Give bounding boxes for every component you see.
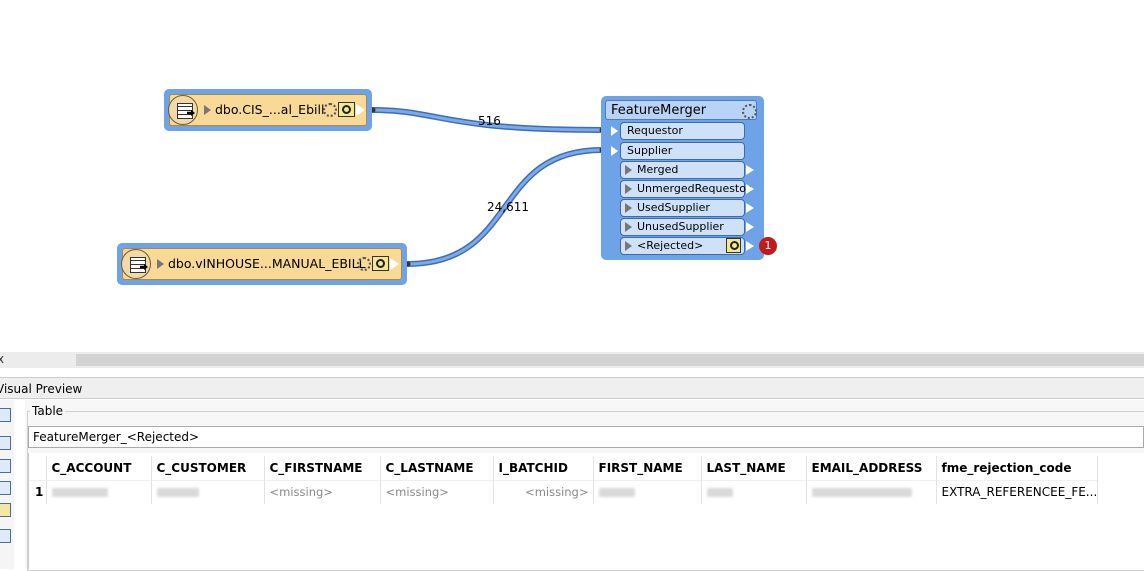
- rejected-count-badge[interactable]: 1: [759, 237, 777, 255]
- cell-i-batchid[interactable]: <missing>: [493, 479, 594, 504]
- column-header[interactable]: EMAIL_ADDRESS: [806, 456, 937, 480]
- connection-count-top: 516: [478, 114, 501, 128]
- output-port-icon[interactable]: [356, 104, 365, 116]
- gear-icon[interactable]: [357, 257, 371, 271]
- input-port-requestor[interactable]: Requestor: [611, 122, 745, 140]
- inspect-icon[interactable]: [338, 102, 355, 117]
- database-table-icon: [168, 95, 198, 125]
- table-view-icon[interactable]: [0, 459, 11, 473]
- column-header[interactable]: I_BATCHID: [493, 456, 594, 480]
- cell-fme-rejection-code[interactable]: EXTRA_REFERENCEE_FE...: [936, 479, 1099, 504]
- horizontal-scrollbar[interactable]: x: [0, 352, 1144, 368]
- close-icon[interactable]: x: [0, 352, 5, 366]
- reader-vinhouse-manual-ebill[interactable]: dbo.vINHOUSE...MANUAL_EBILL: [117, 243, 407, 285]
- output-port-rejected[interactable]: <Rejected>: [620, 237, 754, 255]
- zoom-icon[interactable]: [0, 408, 11, 422]
- reader-label: dbo.CIS_...al_Ebill: [215, 102, 325, 117]
- column-header[interactable]: fme_rejection_code: [936, 456, 1099, 480]
- window-icon[interactable]: [0, 436, 11, 450]
- cell-c-customer[interactable]: [151, 479, 265, 504]
- cell-c-lastname[interactable]: <missing>: [380, 479, 494, 504]
- expand-triangle-icon: [625, 165, 632, 175]
- reader-label: dbo.vINHOUSE...MANUAL_EBILL: [168, 256, 366, 271]
- port-label: UnmergedRequestor: [637, 182, 751, 195]
- output-port-unusedsupplier[interactable]: UnusedSupplier: [620, 218, 754, 236]
- output-port-icon: [746, 165, 754, 175]
- port-label: Merged: [637, 163, 679, 176]
- output-port-icon: [746, 241, 754, 251]
- output-port-icon: [746, 184, 754, 194]
- reader-cis-ebill[interactable]: dbo.CIS_...al_Ebill: [164, 89, 372, 131]
- featuremerger-transformer[interactable]: FeatureMerger Requestor Supplier Merged …: [601, 96, 764, 260]
- input-port-icon: [611, 126, 618, 136]
- preview-toolbar: [0, 400, 14, 569]
- port-label: UnusedSupplier: [637, 220, 724, 233]
- table-group-label: Table: [30, 404, 66, 418]
- expand-triangle-icon[interactable]: [157, 259, 164, 269]
- port-label: UsedSupplier: [637, 201, 710, 214]
- input-port-icon: [611, 146, 618, 156]
- column-header[interactable]: FIRST_NAME: [593, 456, 702, 480]
- info-icon[interactable]: [0, 503, 11, 517]
- connection-lines: [370, 107, 605, 267]
- visual-preview-header: Visual Preview: [0, 377, 1144, 399]
- connection-count-bottom: 24,611: [487, 200, 529, 214]
- row-number-header: [29, 456, 47, 480]
- column-header[interactable]: C_ACCOUNT: [46, 456, 152, 480]
- output-port-icon: [746, 203, 754, 213]
- cell-email-address[interactable]: [806, 479, 937, 504]
- transformer-title: FeatureMerger: [605, 100, 757, 120]
- inspect-icon[interactable]: [726, 238, 741, 253]
- gear-icon[interactable]: [323, 103, 337, 117]
- scrollbar-thumb[interactable]: [76, 354, 1144, 366]
- output-port-icon[interactable]: [390, 258, 399, 270]
- expand-triangle-icon: [625, 184, 632, 194]
- expand-triangle-icon: [625, 203, 632, 213]
- expand-triangle-icon: [625, 222, 632, 232]
- output-port-icon: [746, 222, 754, 232]
- table-row[interactable]: 1 <missing> <missing> <missing> EXTRA_RE…: [29, 479, 1099, 504]
- cell-c-firstname[interactable]: <missing>: [264, 479, 381, 504]
- column-header[interactable]: C_LASTNAME: [380, 456, 494, 480]
- visual-preview-title: Visual Preview: [0, 382, 83, 396]
- workspace-canvas[interactable]: dbo.CIS_...al_Ebill dbo.vINHOUSE...MANUA…: [0, 0, 1144, 352]
- cell-c-account[interactable]: [46, 479, 152, 504]
- output-port-usedsupplier[interactable]: UsedSupplier: [620, 199, 754, 217]
- expand-triangle-icon: [625, 241, 632, 251]
- data-table: C_ACCOUNT C_CUSTOMER C_FIRSTNAME C_LASTN…: [29, 456, 1099, 504]
- column-header[interactable]: C_FIRSTNAME: [264, 456, 381, 480]
- cell-last-name[interactable]: [701, 479, 807, 504]
- column-header[interactable]: LAST_NAME: [701, 456, 807, 480]
- map-view-icon[interactable]: [0, 481, 11, 495]
- output-port-unmergedrequestor[interactable]: UnmergedRequestor: [620, 180, 754, 198]
- port-label: Supplier: [627, 144, 673, 157]
- inspect-icon[interactable]: [372, 256, 389, 271]
- table-selector[interactable]: FeatureMerger_<Rejected>: [28, 426, 1144, 448]
- gear-icon[interactable]: [742, 104, 757, 119]
- port-label: Requestor: [627, 124, 683, 137]
- data-table-area[interactable]: C_ACCOUNT C_CUSTOMER C_FIRSTNAME C_LASTN…: [28, 453, 1144, 569]
- row-number: 1: [29, 479, 47, 504]
- input-port-supplier[interactable]: Supplier: [611, 142, 745, 160]
- table-header-row: C_ACCOUNT C_CUSTOMER C_FIRSTNAME C_LASTN…: [29, 456, 1099, 480]
- cell-first-name[interactable]: [593, 479, 702, 504]
- database-table-icon: [121, 249, 151, 279]
- port-label: <Rejected>: [637, 239, 704, 252]
- output-port-merged[interactable]: Merged: [620, 161, 754, 179]
- search-icon[interactable]: [0, 529, 11, 543]
- expand-triangle-icon[interactable]: [204, 105, 211, 115]
- column-header[interactable]: C_CUSTOMER: [151, 456, 265, 480]
